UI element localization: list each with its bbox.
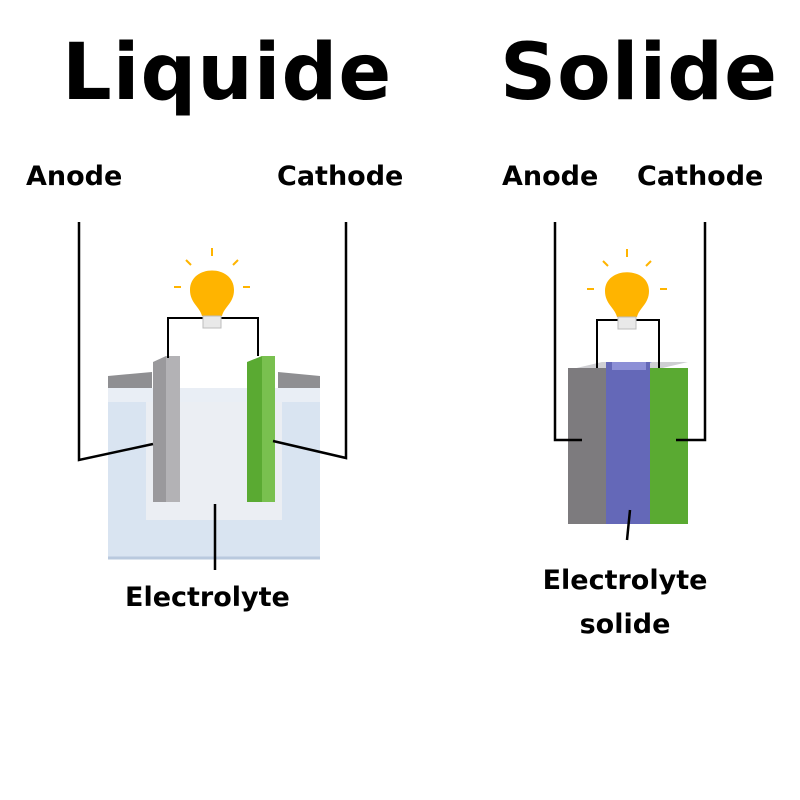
solid-cathode-wire: [676, 222, 707, 442]
liquid-cathode-wire: [272, 222, 348, 460]
solid-anode-wire: [553, 222, 582, 442]
solid-electrolyte-label: Electrolyte solide: [542, 565, 708, 640]
solid-cell: [553, 222, 707, 541]
solid-title: Solide: [500, 28, 778, 118]
liquid-title: Liquide: [62, 28, 393, 118]
liquid-cell: [77, 222, 348, 570]
solid-bulb-icon: [587, 249, 667, 330]
solid-anode-label: Anode: [502, 161, 599, 192]
liquid-anode-wire: [77, 222, 154, 462]
liquid-anode-label: Anode: [26, 161, 123, 192]
liquid-cathode-label: Cathode: [277, 161, 404, 192]
solid-cathode-label: Cathode: [637, 161, 764, 192]
liquid-bulb-icon: [174, 248, 250, 329]
solid-cathode-block: [650, 368, 688, 524]
solid-electrolyte-block: [606, 362, 650, 524]
liquid-electrolyte-label: Electrolyte: [125, 582, 290, 613]
solid-anode-block: [568, 368, 608, 524]
solid-electrolyte-pointer: [625, 509, 632, 541]
